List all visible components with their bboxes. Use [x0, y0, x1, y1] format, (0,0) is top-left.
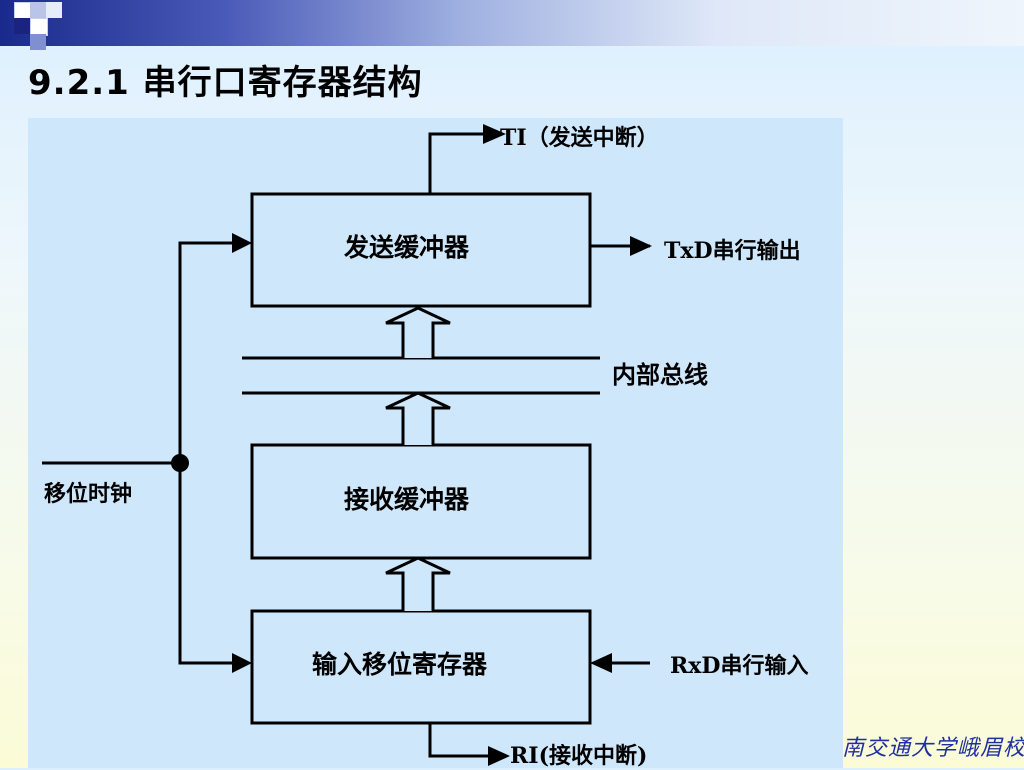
- university-logo: 南交通大学峨眉校区: [842, 736, 1024, 761]
- title-band: [0, 0, 1024, 46]
- diagram-panel: [28, 118, 843, 768]
- ri-arrow-icon: [488, 746, 510, 766]
- send-buffer-label: 发送缓冲器: [344, 233, 470, 262]
- clock-send-arrow-icon: [232, 233, 252, 253]
- decorative-squares: [0, 0, 80, 50]
- slide-title: 9.2.1 串行口寄存器结构: [28, 63, 423, 103]
- rxd-label: RxD串行输入: [670, 653, 809, 679]
- clock-to-send-line: [178, 241, 246, 463]
- clock-shift-arrow-icon: [232, 653, 252, 673]
- ti-label: TI（发送中断）: [500, 125, 659, 151]
- ri-line: [428, 723, 493, 758]
- ti-arrow-icon: [483, 124, 506, 144]
- register-structure-diagram: [42, 124, 652, 766]
- txd-arrow-icon: [630, 236, 652, 256]
- internal-bus-label: 内部总线: [612, 360, 708, 389]
- clock-junction-dot: [171, 454, 189, 472]
- receive-to-bus-arrow-icon: [385, 391, 451, 445]
- rxd-arrow-icon: [590, 653, 612, 673]
- shift-to-receive-arrow-icon: [385, 556, 451, 611]
- ti-line: [428, 132, 483, 194]
- square-decoration: [46, 2, 62, 18]
- receive-buffer-label: 接收缓冲器: [344, 485, 470, 514]
- ri-label: RI(接收中断): [510, 743, 648, 769]
- input-shift-register-label: 输入移位寄存器: [312, 650, 488, 679]
- send-buffer-box: [250, 192, 592, 308]
- square-decoration: [30, 34, 46, 50]
- square-decoration: [30, 2, 46, 18]
- bus-to-send-arrow-icon: [385, 306, 451, 358]
- txd-label: TxD串行输出: [664, 238, 801, 264]
- shift-clock-label: 移位时钟: [44, 481, 133, 507]
- clock-to-shift-line: [178, 463, 246, 665]
- square-decoration: [14, 18, 30, 34]
